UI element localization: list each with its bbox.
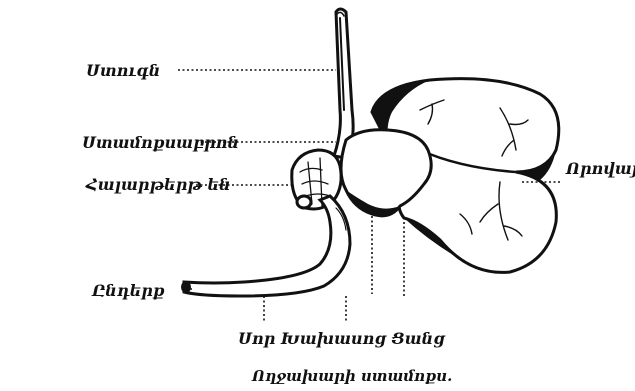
- label-stomach-part: Հալարթերթ են: [85, 175, 231, 194]
- intestine-drawing: [181, 196, 350, 296]
- label-right-part: Որովայն: [565, 159, 635, 178]
- label-stomach-glandular: Ստամոքսաբրոն: [82, 133, 239, 152]
- label-intestine: Ընդերք: [91, 281, 165, 300]
- label-esophagus: Ստուգն: [86, 61, 160, 80]
- label-lower-parts: Սոր Խախասոց Ցանց: [238, 329, 446, 348]
- figure-caption: Ողջախարի ստամոքս.: [251, 367, 452, 385]
